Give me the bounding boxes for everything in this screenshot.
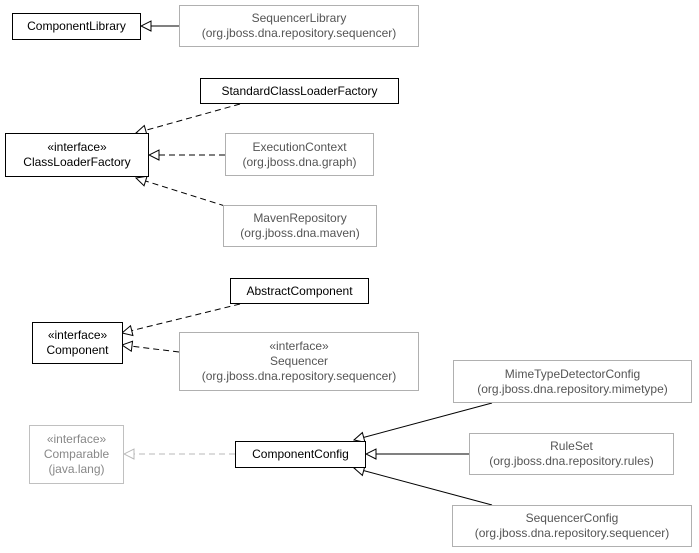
class-mimetypedetectorconfig[interactable]: MimeTypeDetectorConfig (org.jboss.dna.re… <box>453 360 692 403</box>
class-executioncontext[interactable]: ExecutionContext (org.jboss.dna.graph) <box>225 133 374 176</box>
class-name: StandardClassLoaderFactory <box>221 83 378 98</box>
class-standardclassloaderfactory[interactable]: StandardClassLoaderFactory <box>200 78 399 104</box>
class-package: (org.jboss.dna.maven) <box>240 226 360 240</box>
class-name: Sequencer <box>269 354 329 368</box>
class-name: ExecutionContext <box>252 139 347 154</box>
class-abstractcomponent[interactable]: AbstractComponent <box>230 278 369 304</box>
class-name: AbstractComponent <box>246 283 353 298</box>
class-name: SequencerLibrary <box>251 11 347 25</box>
class-name: Component <box>46 343 109 357</box>
class-comparable[interactable]: «interface» Comparable (java.lang) <box>29 425 124 484</box>
class-package: (org.jboss.dna.repository.sequencer) <box>474 526 670 540</box>
class-sequencer[interactable]: «interface» Sequencer (org.jboss.dna.rep… <box>179 332 419 391</box>
class-name: ComponentConfig <box>252 447 349 461</box>
edge-mavenrepository-implements-classloaderfactory <box>136 178 226 207</box>
class-package: (org.jboss.dna.repository.mimetype) <box>477 381 668 396</box>
class-sequencerconfig[interactable]: SequencerConfig (org.jboss.dna.repositor… <box>452 505 692 547</box>
class-package: (org.jboss.dna.graph) <box>242 154 357 169</box>
class-sequencerlibrary[interactable]: SequencerLibrary (org.jboss.dna.reposito… <box>179 5 419 47</box>
edge-mimetypedetectorconfig-extends-componentconfig <box>354 402 493 440</box>
edge-abstractcomponent-implements-component <box>122 303 241 333</box>
class-stereotype: «interface» <box>46 432 107 446</box>
class-name: Comparable <box>43 447 110 461</box>
class-componentconfig[interactable]: ComponentConfig <box>235 441 366 468</box>
class-package: (org.jboss.dna.repository.sequencer) <box>201 369 397 383</box>
class-stereotype: «interface» <box>269 339 329 353</box>
class-stereotype: «interface» <box>47 328 108 342</box>
class-mavenrepository[interactable]: MavenRepository (org.jboss.dna.maven) <box>223 205 377 247</box>
edge-sequencerconfig-extends-componentconfig <box>354 468 493 506</box>
class-name: ClassLoaderFactory <box>23 155 131 169</box>
class-name: SequencerConfig <box>525 511 619 525</box>
class-name: MimeTypeDetectorConfig <box>504 366 641 381</box>
class-stereotype: «interface» <box>47 140 107 154</box>
class-package: (org.jboss.dna.repository.rules) <box>489 454 654 468</box>
class-ruleset[interactable]: RuleSet (org.jboss.dna.repository.rules) <box>469 433 674 475</box>
class-package: (java.lang) <box>48 462 105 476</box>
edge-sequencer-implements-component <box>122 345 180 353</box>
edge-standardclassloaderfactory-implements-classloaderfactory <box>136 103 241 133</box>
class-component[interactable]: «interface» Component <box>32 322 123 364</box>
class-package: (org.jboss.dna.repository.sequencer) <box>201 26 397 40</box>
class-name: RuleSet <box>550 439 593 453</box>
class-classloaderfactory[interactable]: «interface» ClassLoaderFactory <box>5 133 149 177</box>
class-componentlibrary[interactable]: ComponentLibrary <box>12 13 141 40</box>
class-name: MavenRepository <box>253 211 347 225</box>
class-name: ComponentLibrary <box>27 19 126 33</box>
